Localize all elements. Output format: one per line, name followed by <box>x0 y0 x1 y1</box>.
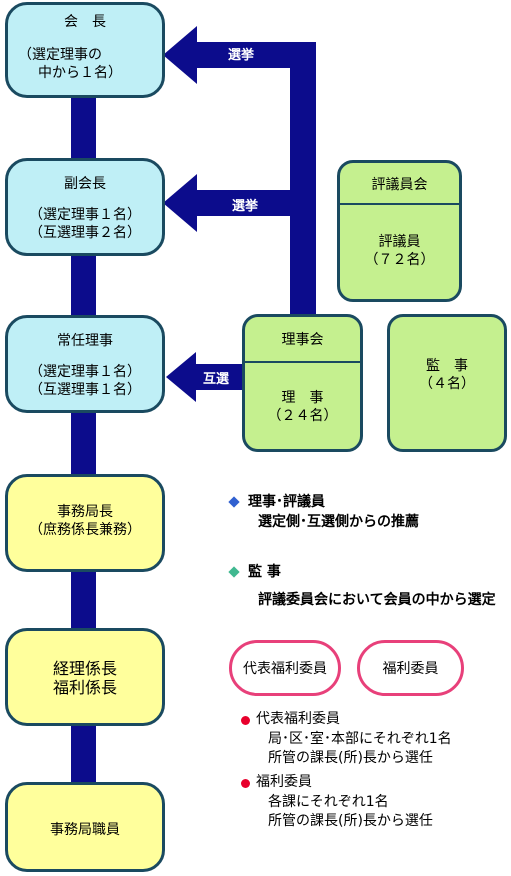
red-dot-icon <box>241 779 250 788</box>
kaicho-title: 会 長 <box>64 14 106 30</box>
box-hyogiinkai: 評議員会 評議員 （７２名） <box>337 160 462 302</box>
note2-title: 監 事 <box>248 564 281 580</box>
keiri-line2: 福利係長 <box>52 678 117 697</box>
kanji-line2: （４名） <box>419 376 475 392</box>
pill-fukuri-label: 福利委員 <box>382 661 439 677</box>
note1-text: 選定側･互選側からの推薦 <box>258 514 419 530</box>
box-jimukyokucho: 事務局長 （庶務係長兼務） <box>5 474 165 572</box>
fukukaicho-title: 副会長 <box>64 176 106 192</box>
jimukyokucho-line2: （庶務係長兼務） <box>29 522 141 538</box>
pill-daihyo-label: 代表福利委員 <box>243 661 327 677</box>
b1-title: 代表福利委員 <box>256 711 340 727</box>
pill-fukuri-iin: 福利委員 <box>357 640 464 696</box>
arrow-head-jonin <box>166 352 196 402</box>
hyogiin-line2: （７２名） <box>364 252 435 268</box>
b1-line2: 所管の課長(所)長から選任 <box>268 750 433 766</box>
arrow-label-senkyo-2: 選挙 <box>232 199 259 214</box>
arrow-head-kaicho <box>163 26 197 84</box>
fukukaicho-line1: （選定理事１名） <box>29 207 141 223</box>
box-kanji: 監 事 （４名） <box>387 314 507 452</box>
box-jonin-riji: 常任理事 （選定理事１名） （互選理事１名） <box>5 315 165 413</box>
red-dot-icon <box>241 716 250 725</box>
b1-line1: 局･区･室･本部にそれぞれ1名 <box>268 731 452 747</box>
b2-line1: 各課にそれぞれ1名 <box>268 794 389 810</box>
kaicho-line1: （選定理事の <box>18 47 102 63</box>
rijikai-title: 理事会 <box>281 332 324 348</box>
note2-text: 評議委員会において会員の中から選定 <box>258 592 496 608</box>
b2-line2: 所管の課長(所)長から選任 <box>268 813 433 829</box>
arrow-label-senkyo-1: 選挙 <box>228 48 255 63</box>
keiri-line1: 経理係長 <box>52 659 117 678</box>
box-kaicho: 会 長 （選定理事の 中から１名） <box>5 2 165 98</box>
jimukyokucho-line1: 事務局長 <box>57 504 113 520</box>
jonin-title: 常任理事 <box>57 333 113 349</box>
b2-title: 福利委員 <box>256 774 312 790</box>
hyogiinkai-title: 評議員会 <box>371 177 428 193</box>
riji-line2: （２４名） <box>267 408 338 424</box>
kanji-line1: 監 事 <box>426 358 468 374</box>
fukukaicho-line2: （互選理事２名） <box>29 225 141 241</box>
note1-title: 理事･評議員 <box>248 494 325 510</box>
riji-line1: 理 事 <box>281 390 324 406</box>
box-rijikai: 理事会 理 事 （２４名） <box>242 314 363 452</box>
arrow-head-fukukaicho <box>163 174 197 232</box>
hyogiin-line1: 評議員 <box>378 234 421 250</box>
arrow-label-gosen: 互選 <box>203 372 230 387</box>
box-keiri-fukuri: 経理係長 福利係長 <box>5 628 165 726</box>
jonin-line2: （互選理事１名） <box>29 382 141 398</box>
box-fukukaicho: 副会長 （選定理事１名） （互選理事２名） <box>5 158 165 256</box>
diamond-green-icon <box>228 566 240 578</box>
box-jimukyoku-shokuin: 事務局職員 <box>5 782 165 872</box>
diamond-blue-icon <box>228 496 240 508</box>
kaicho-line2: 中から１名） <box>38 65 122 81</box>
shokuin-title: 事務局職員 <box>50 822 120 838</box>
jonin-line1: （選定理事１名） <box>29 364 141 380</box>
pill-daihyo-fukuri-iin: 代表福利委員 <box>229 640 341 696</box>
